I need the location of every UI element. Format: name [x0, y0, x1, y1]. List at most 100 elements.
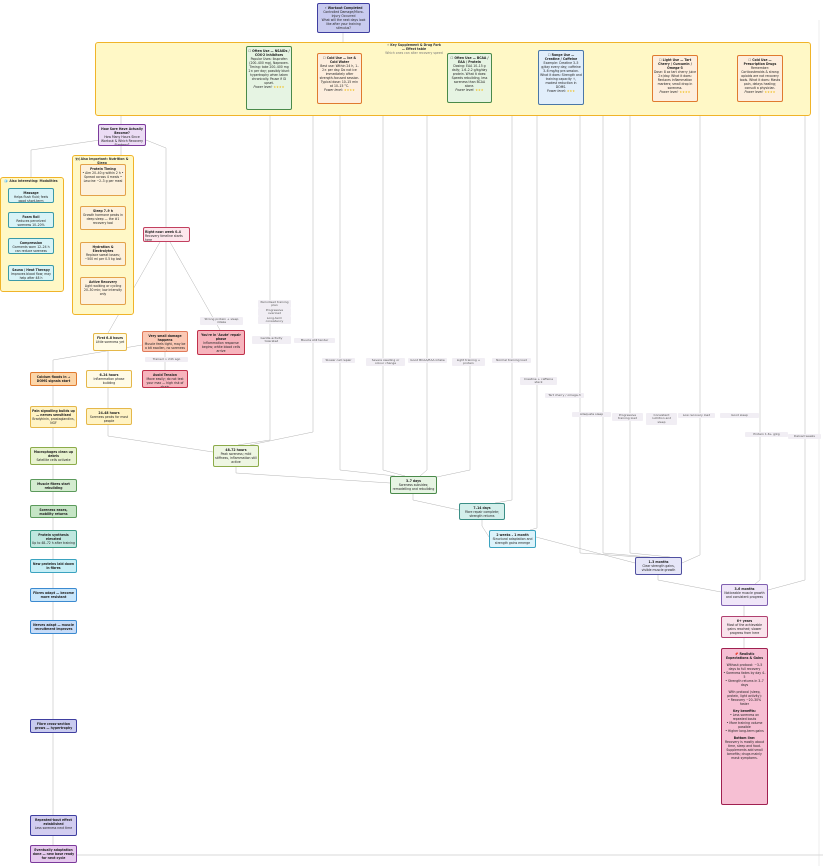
root-node-workout-completed[interactable]: ⚡ Workout Completed Controlled Damage/Mi… [317, 3, 370, 33]
summary-card[interactable]: 📌 Realistic Expectations & Gains Without… [721, 648, 768, 805]
node-body: Up to 48–72 h after training [32, 540, 75, 545]
node-body: Bradykinin, prostaglandins, NGF [32, 416, 75, 425]
chain-step-2[interactable]: Muscle fibres start rebuilding [30, 479, 77, 492]
node-body: Improves blood flow; may help after 48 h [10, 271, 51, 280]
card-title: ☐ Cold Use — Prescription Drugs [743, 57, 777, 66]
edge-label: Low recovery load [678, 413, 715, 418]
card-title: ☐ Range Use — Creatine / Caffeine [544, 52, 578, 61]
summary-title: 📌 Realistic Expectations & Gains [725, 652, 764, 660]
node-title: Eventually adaptation done — new base re… [32, 847, 75, 860]
node-title: 1–3 months [648, 559, 669, 564]
node-title: 2 weeks – 1 month [496, 532, 529, 537]
chain-step-7[interactable]: Nerves adapt — muscle recruitment improv… [30, 620, 77, 634]
node-title: 48–72 hours [225, 447, 247, 452]
node-title: Fibres adapt — become more resistant [33, 590, 74, 599]
chain-step-10[interactable]: Eventually adaptation done — new base re… [30, 845, 77, 863]
node-body: Little soreness yet [95, 339, 125, 344]
card-title: ☐ Often Use — BCAA / EAA / Protein [450, 55, 489, 64]
edge-label: Light training + protein [452, 358, 485, 367]
card-body: Dose: 8 oz tart cherry juice 2×/day. Wha… [654, 69, 696, 90]
nutrition-protein-timing[interactable]: Protein Timing• Aim 20–40 g within 2 h •… [80, 164, 126, 196]
card-body: Example: Creatine 3–5 g/day every day; c… [540, 60, 582, 89]
chain-step-3[interactable]: Soreness eases, mobility returns [30, 505, 77, 518]
node-body: Soreness subsides; remodelling and rebui… [392, 482, 435, 491]
rating-label: Power level: [324, 87, 343, 92]
node-title: Avoid Tension [152, 372, 177, 377]
card-title: ☐ Often Use — NSAIDs / COX-2 Inhibitors [248, 48, 290, 57]
node-title: New proteins laid down in fibres [32, 561, 75, 570]
power-rating: Power level: ★★★ [449, 88, 490, 92]
star-icon: ★★★★ [343, 87, 355, 92]
edge-label: Adequate sleep [572, 412, 611, 417]
summary-line: Key benefits: [733, 709, 756, 713]
power-rating: Power level: ★★★★ [319, 88, 360, 92]
summary-line: • Recovery ~20–30% faster [727, 698, 762, 706]
pain-signalling-node[interactable]: Pain signalling builds up — nerves sensi… [30, 406, 77, 428]
node-body: Helps flush fluid; feels good short-term [13, 194, 49, 203]
node-body: Light walking or cycling 20–30 min; low … [84, 283, 122, 296]
chain-step-6[interactable]: Fibres adapt — become more resistant [30, 588, 77, 602]
summary-line: • Higher long-term gains [725, 729, 764, 733]
star-icon: ★★★★ [273, 84, 285, 89]
card-tart-cherry[interactable]: ☐ Light Use — Tart Cherry / Curcumin / O… [652, 55, 698, 102]
group-subtitle: Which ones can alter recovery speed [385, 51, 443, 55]
chain-step-5[interactable]: New proteins laid down in fibres [30, 559, 77, 573]
edge-label: Trained > 24h ago [145, 357, 188, 362]
edge-label: Good sleep [720, 413, 759, 418]
edge-label: Slower cell repair [322, 358, 355, 363]
star-icon: ★★★ [566, 88, 576, 93]
node-title: Massage [23, 190, 39, 195]
node-title: Repeated-bout effect established [34, 817, 73, 826]
node-title: ⚡ Workout Completed [324, 5, 363, 10]
node-title: How Sore Have Actually Become? [101, 126, 143, 135]
node-title: First 6–8 hours [97, 335, 123, 340]
power-rating: Power level: ★★★ [540, 89, 582, 93]
node-sub: What will the next days look like after … [321, 17, 366, 30]
supplement-fork-title: ⚡ Key Supplement & Drug Fork — Effect ta… [385, 43, 443, 55]
edge-label: Creatine + caffeine stack [520, 377, 557, 386]
chain-step-8[interactable]: Fibre cross-section grows — hypertrophy [30, 719, 77, 733]
edge-label: Deload weeks [788, 434, 821, 439]
node-body: Inflammation phase building [93, 376, 125, 385]
node-title: Sauna / Heat Therapy [12, 267, 50, 272]
node-title: Pain signalling builds up — nerves sensi… [32, 408, 75, 417]
node-body: • Aim 20–40 g within 2 h • Spread across… [82, 170, 124, 183]
modalities-group-title: 🧊 Also Interesting: Modalities [4, 179, 58, 183]
node-body: Peak soreness; mild stiffness, inflammat… [215, 451, 257, 464]
edge-label: Normal training load [492, 358, 531, 363]
power-rating: Power level: ★★★★ [248, 85, 290, 89]
node-body: Satellite cells activate [36, 457, 71, 462]
decision-node[interactable]: How Sore Have Actually Become?How Many H… [98, 124, 146, 146]
calcium-node[interactable]: Calcium floods in → DOMS signals start [30, 372, 77, 386]
node-body: Garments worn 12–24 h can reduce sorenes… [12, 244, 50, 253]
